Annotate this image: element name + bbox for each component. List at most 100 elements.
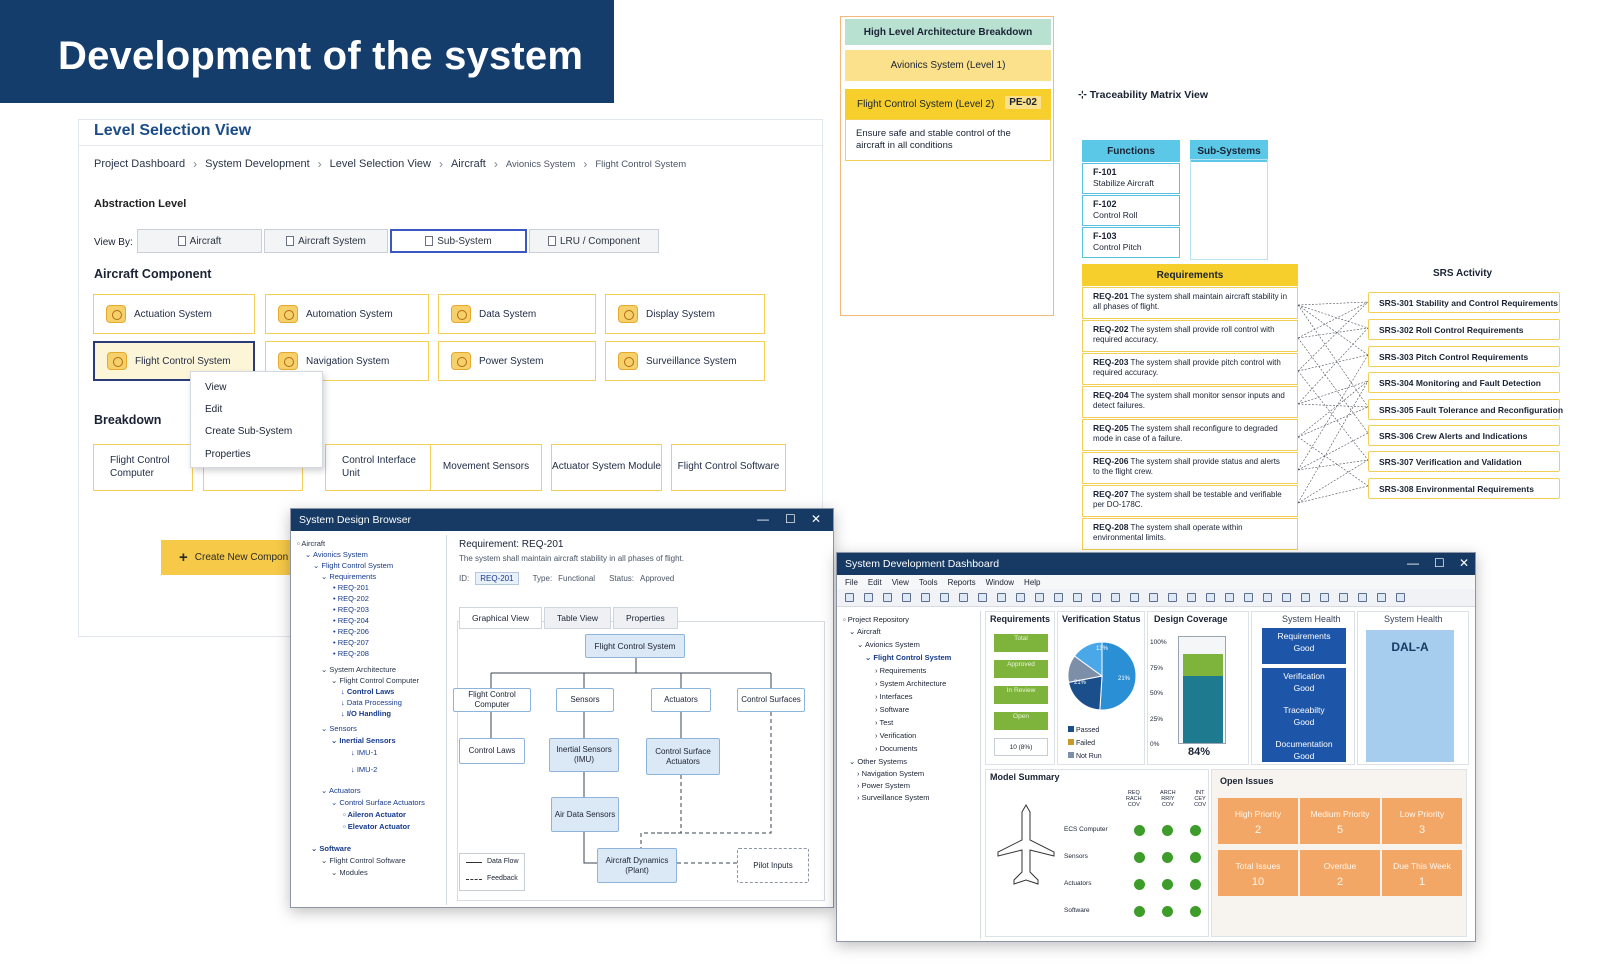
tree-node[interactable]: • REQ-201 (333, 583, 369, 592)
toolbar-icon[interactable] (921, 593, 930, 602)
window-titlebar[interactable]: System Development Dashboard (837, 553, 1475, 575)
tree-node[interactable]: › Surveillance System (857, 793, 930, 802)
node-aircraft-dynamics[interactable]: Aircraft Dynamics (Plant) (597, 848, 677, 883)
toolbar-icon[interactable] (1263, 593, 1272, 602)
tree-node[interactable]: ⌄ Actuators (321, 786, 361, 795)
srs-item[interactable]: SRS-302 Roll Control Requirements (1368, 319, 1560, 340)
req-review-box[interactable]: In Review (994, 686, 1048, 704)
component-card-actuation[interactable]: Actuation System (93, 294, 255, 334)
tree-node[interactable]: • REQ-203 (333, 605, 369, 614)
tree-node[interactable]: ⌄ Avionics System (857, 640, 920, 649)
tree-node[interactable]: › Test (875, 718, 894, 727)
req-total-box[interactable]: Total (994, 634, 1048, 652)
toolbar-icon[interactable] (1206, 593, 1215, 602)
toolbar-icon[interactable] (1016, 593, 1025, 602)
toolbar-icon[interactable] (864, 593, 873, 602)
maximize-icon[interactable]: ☐ (1434, 556, 1445, 570)
context-menu-view[interactable]: View (205, 382, 227, 393)
tree-node[interactable]: ⌄ Flight Control System (313, 561, 394, 570)
toolbar-icon[interactable] (902, 593, 911, 602)
architecture-level1[interactable]: Avionics System (Level 1) (845, 50, 1051, 81)
tree-node[interactable]: ▫ Elevator Actuator (343, 822, 410, 831)
create-component-button[interactable]: +Create New Compon (161, 540, 291, 575)
srs-item[interactable]: SRS-304 Monitoring and Fault Detection (1368, 372, 1560, 393)
context-menu-edit[interactable]: Edit (205, 404, 223, 415)
tree-node[interactable]: • REQ-207 (333, 638, 369, 647)
breakdown-card-control-interface[interactable]: Control Interface Unit (325, 444, 432, 491)
view-by-aircraft-system-button[interactable]: Aircraft System (264, 229, 388, 253)
component-card-surveillance[interactable]: Surveillance System (605, 341, 765, 381)
toolbar-icon[interactable] (1358, 593, 1367, 602)
tree-node[interactable]: › Power System (857, 781, 910, 790)
view-by-sub-system-button[interactable]: Sub-System (390, 229, 527, 253)
tab-properties[interactable]: Properties (612, 607, 678, 629)
toolbar-icon[interactable] (1130, 593, 1139, 602)
breadcrumb-item[interactable]: System Development (205, 158, 310, 170)
srs-item[interactable]: SRS-305 Fault Tolerance and Reconfigurat… (1368, 399, 1563, 420)
srs-item[interactable]: SRS-301 Stability and Control Requiremen… (1368, 292, 1560, 313)
requirement-item[interactable]: REQ-207 The system shall be testable and… (1082, 485, 1298, 517)
node-pilot-inputs[interactable]: Pilot Inputs (737, 848, 809, 883)
breakdown-card-actuator-module[interactable]: Actuator System Module (551, 444, 662, 491)
node-control-surfaces[interactable]: Control Surfaces (737, 688, 805, 712)
toolbar-icon[interactable] (1339, 593, 1348, 602)
menu-tools[interactable]: Tools (918, 577, 938, 587)
view-by-aircraft-button[interactable]: Aircraft (137, 229, 262, 253)
toolbar-icon[interactable] (1035, 593, 1044, 602)
node-actuators[interactable]: Actuators (651, 688, 711, 712)
toolbar-icon[interactable] (1073, 593, 1082, 602)
tree-node[interactable]: ⌄ System Architecture (321, 665, 397, 674)
requirement-item[interactable]: REQ-206 The system shall provide status … (1082, 452, 1298, 484)
tree-node[interactable]: ↓ IMU-2 (351, 765, 378, 774)
tree-node[interactable]: ↓ IMU-1 (351, 748, 378, 757)
breakdown-card-movement-sensors[interactable]: Movement Sensors (430, 444, 542, 491)
toolbar-icon[interactable] (1301, 593, 1310, 602)
tree-node[interactable]: ▫ Aileron Actuator (343, 810, 406, 819)
toolbar-icon[interactable] (1168, 593, 1177, 602)
node-csa[interactable]: Control Surface Actuators (646, 738, 720, 775)
breadcrumb-item[interactable]: Aircraft (450, 158, 486, 170)
breadcrumb-item[interactable]: Level Selection View (329, 158, 431, 170)
tree-node[interactable]: › Verification (875, 731, 917, 740)
requirement-item[interactable]: REQ-208 The system shall operate within … (1082, 518, 1298, 550)
architecture-level2[interactable]: Flight Control System (Level 2)PE-02 (845, 89, 1051, 119)
node-inertial-sensors[interactable]: Inertial Sensors (IMU) (549, 738, 619, 772)
maximize-icon[interactable]: ☐ (785, 512, 796, 526)
srs-item[interactable]: SRS-307 Verification and Validation (1368, 451, 1560, 472)
toolbar-icon[interactable] (1054, 593, 1063, 602)
menu-help[interactable]: Help (1024, 577, 1041, 587)
breadcrumb-item[interactable]: Avionics System (505, 158, 576, 170)
req-open-box[interactable]: Open (994, 712, 1048, 730)
tree-node[interactable]: › Interfaces (875, 692, 913, 701)
toolbar-icon[interactable] (1092, 593, 1101, 602)
requirement-item[interactable]: REQ-204 The system shall monitor sensor … (1082, 386, 1298, 418)
view-by-lru-component-button[interactable]: LRU / Component (529, 229, 659, 253)
tree-node[interactable]: › System Architecture (875, 679, 947, 688)
node-control-laws[interactable]: Control Laws (459, 738, 525, 764)
requirement-item[interactable]: REQ-205 The system shall reconfigure to … (1082, 419, 1298, 451)
srs-item[interactable]: SRS-306 Crew Alerts and Indications (1368, 425, 1560, 446)
toolbar-icon[interactable] (1187, 593, 1196, 602)
minimize-icon[interactable]: — (757, 512, 769, 526)
close-icon[interactable]: ✕ (1459, 556, 1470, 570)
tree-node[interactable]: • REQ-202 (333, 594, 369, 603)
menu-reports[interactable]: Reports (947, 577, 976, 587)
close-icon[interactable]: ✕ (811, 512, 822, 526)
req-approved-box[interactable]: Approved (994, 660, 1048, 678)
context-menu-create-sub-system[interactable]: Create Sub-System (205, 426, 293, 437)
breadcrumb-item[interactable]: Flight Control System (595, 158, 687, 170)
component-card-data[interactable]: Data System (438, 294, 596, 334)
tree-node[interactable]: ⌄ Software (311, 844, 352, 853)
tree-node[interactable]: ⌄ Modules (331, 868, 368, 877)
tree-node[interactable]: ⌄ Sensors (321, 724, 357, 733)
requirement-item[interactable]: REQ-202 The system shall provide roll co… (1082, 320, 1298, 352)
